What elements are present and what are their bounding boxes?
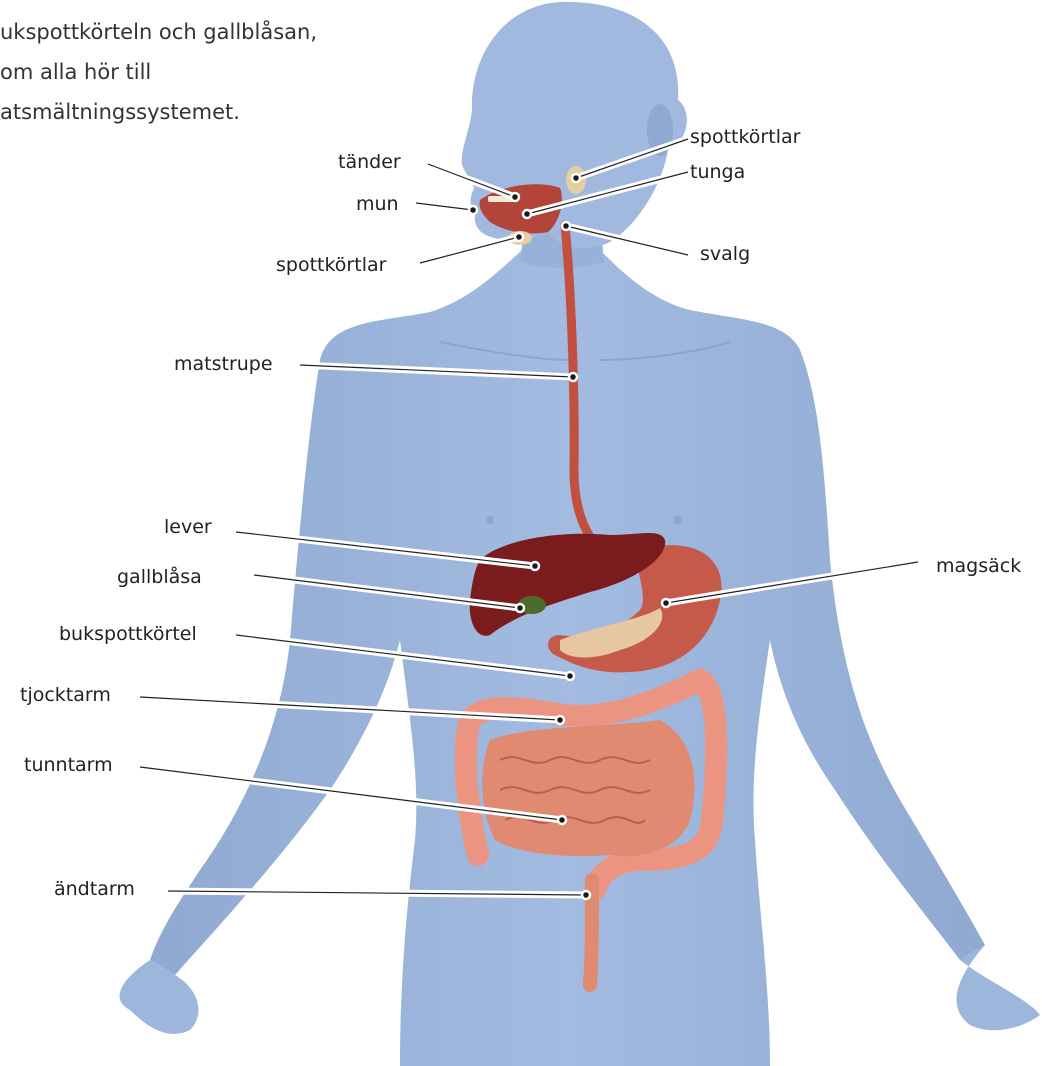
right-hand <box>956 945 1040 1030</box>
right-nipple <box>674 516 682 524</box>
label-svalg: svalg <box>700 243 750 265</box>
label-tunga: tunga <box>690 161 745 183</box>
label-andtarm: ändtarm <box>54 878 135 900</box>
label-gallblasa: gallblåsa <box>117 565 202 588</box>
left-hand <box>120 960 199 1034</box>
label-mun: mun <box>356 193 399 215</box>
label-spottkortlar-right: spottkörtlar <box>690 126 801 148</box>
leader-spottkortlar-left <box>420 233 523 263</box>
label-spottkortlar-left: spottkörtlar <box>276 254 387 276</box>
label-matstrupe: matstrupe <box>174 353 273 375</box>
label-bukspottkortel: bukspottkörtel <box>59 623 197 645</box>
label-lever: lever <box>164 516 212 538</box>
label-tjocktarm: tjocktarm <box>20 684 111 706</box>
label-tander: tänder <box>338 151 401 173</box>
label-tunntarm: tunntarm <box>24 754 113 776</box>
label-magsack: magsäck <box>936 555 1021 577</box>
leader-mun <box>416 203 477 214</box>
left-nipple <box>486 516 494 524</box>
